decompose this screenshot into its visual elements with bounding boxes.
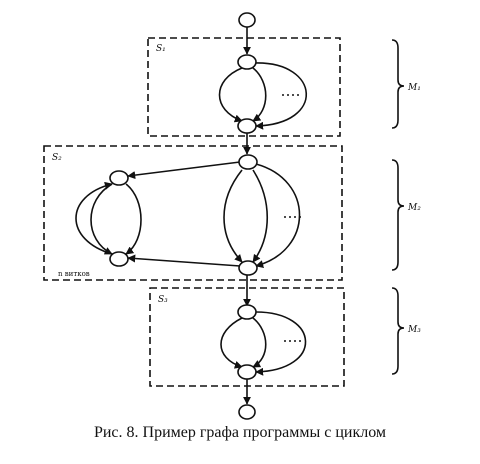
edge-s3-left: [220, 317, 243, 369]
edge-s1-left: [218, 67, 243, 123]
node-s3-top: [237, 304, 257, 320]
node-end: [238, 404, 256, 420]
segment-label-s2: S₂: [52, 153, 62, 163]
node-loop-bottom: [109, 251, 129, 267]
edge-s2-left: [223, 169, 243, 263]
edge-loop-exit: [127, 254, 241, 267]
segment-box-s1: [147, 37, 341, 137]
node-s1-bottom: [237, 118, 257, 134]
brace-m3: [391, 287, 405, 375]
brace-m1: [391, 39, 405, 129]
edge-s1-outer: [255, 62, 307, 130]
edge-s1-mid: [252, 67, 267, 122]
edge-s3-outer: [255, 311, 307, 376]
segment-label-s3: S₃: [158, 295, 168, 305]
node-s3-bottom: [237, 364, 257, 380]
brace-label-m3: M₃: [407, 325, 421, 335]
segment-box-s2: [43, 145, 343, 281]
edge-s3-mid: [252, 317, 267, 368]
node-loop-top: [109, 170, 129, 186]
edge-loop-entry: [127, 161, 241, 180]
edge-loop-right: [125, 183, 142, 255]
brace-m2: [391, 159, 405, 271]
brace-label-m2: M₂: [407, 203, 421, 213]
brace-label-m1: M₁: [407, 83, 421, 93]
loop-note: n витков: [58, 270, 90, 278]
node-start: [238, 12, 256, 28]
edge-s2-mid: [252, 169, 268, 263]
edge-s2-outer: [255, 163, 301, 268]
segment-label-s1: S₁: [156, 44, 166, 54]
node-s1-top: [237, 54, 257, 70]
edge-loop-inner: [75, 181, 113, 255]
figure-caption: Рис. 8. Пример графа программы с циклом: [93, 424, 387, 441]
node-s2-bottom: [238, 260, 258, 276]
node-s2-top: [238, 154, 258, 170]
edge-loop-left: [90, 183, 113, 255]
